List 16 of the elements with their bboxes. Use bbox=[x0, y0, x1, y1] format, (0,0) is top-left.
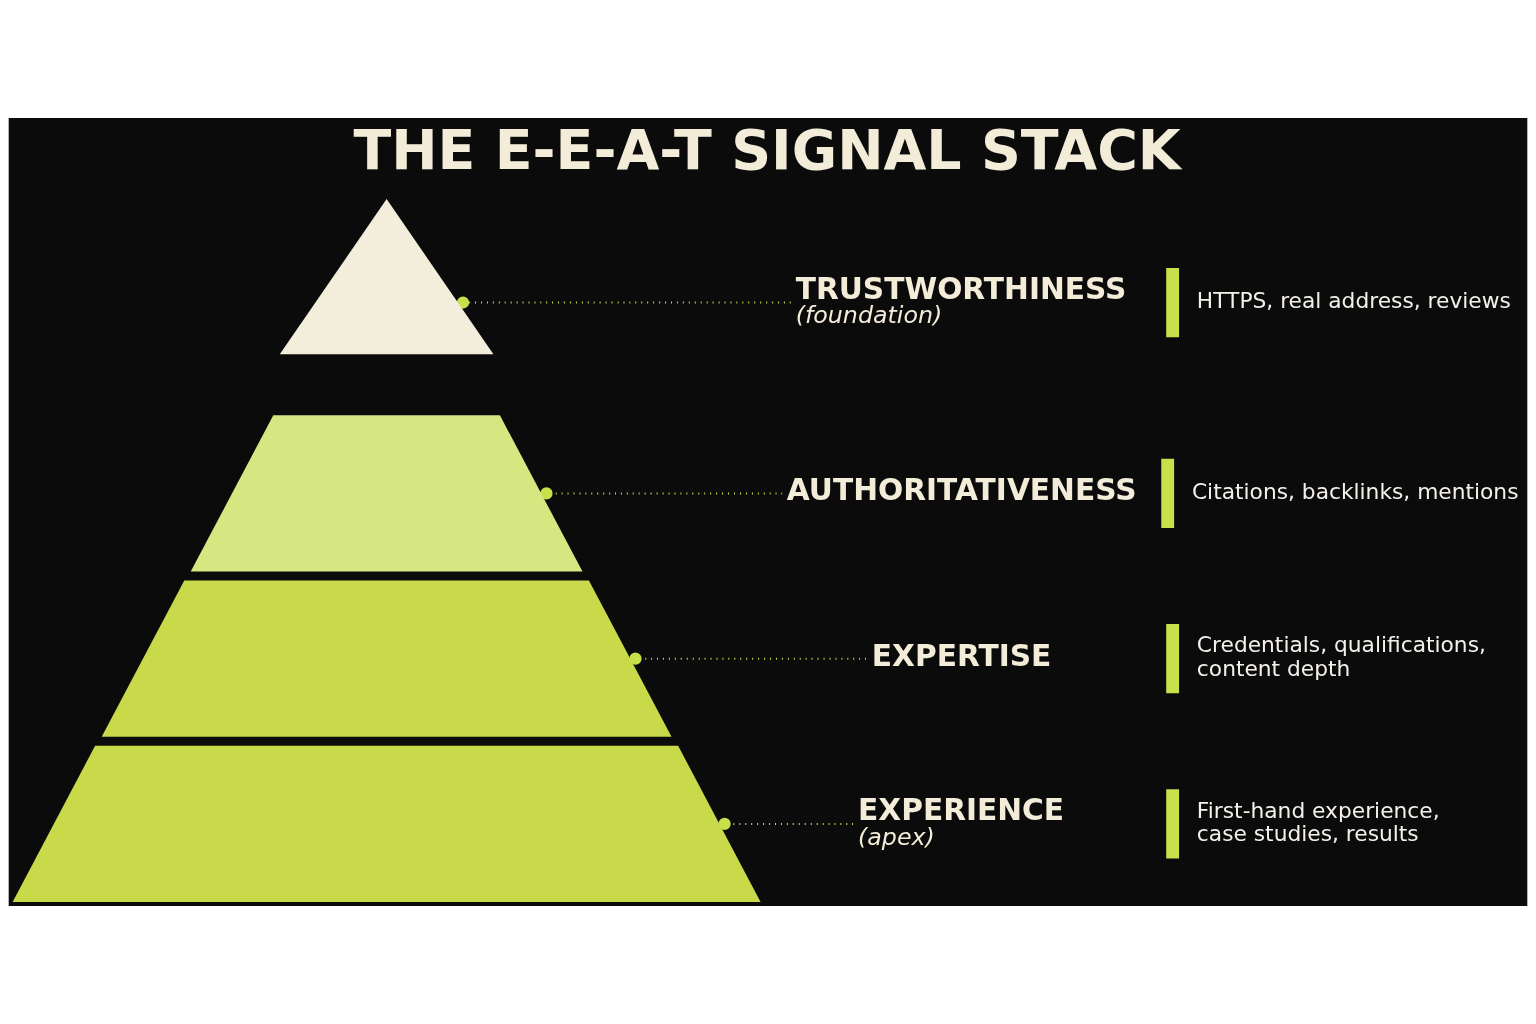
diagram-title: THE E-E-A-T SIGNAL STACK bbox=[353, 118, 1181, 183]
node-text: EXPERTISE bbox=[871, 637, 1052, 673]
label: Credentials, qualifications, content depth bbox=[1196, 632, 1486, 682]
label: Citations, backlinks, mentions bbox=[1191, 478, 1519, 504]
node-trapezoid bbox=[190, 415, 583, 572]
node-trapezoid bbox=[101, 580, 672, 737]
label: First-hand experience, case studies, results bbox=[1196, 797, 1440, 847]
connector bbox=[456, 296, 792, 309]
label: HTTPS, real address, reviews bbox=[1196, 288, 1511, 314]
node-text: EXPERIENCE (apex) bbox=[858, 791, 1065, 851]
connector bbox=[718, 817, 855, 830]
node-trapezoid bbox=[12, 745, 761, 903]
node-text: AUTHORITATIVENESS bbox=[786, 472, 1137, 508]
node-triangle bbox=[279, 199, 494, 355]
connector bbox=[629, 652, 867, 665]
node-text: TRUSTWORTHINESS (foundation) bbox=[795, 270, 1127, 330]
